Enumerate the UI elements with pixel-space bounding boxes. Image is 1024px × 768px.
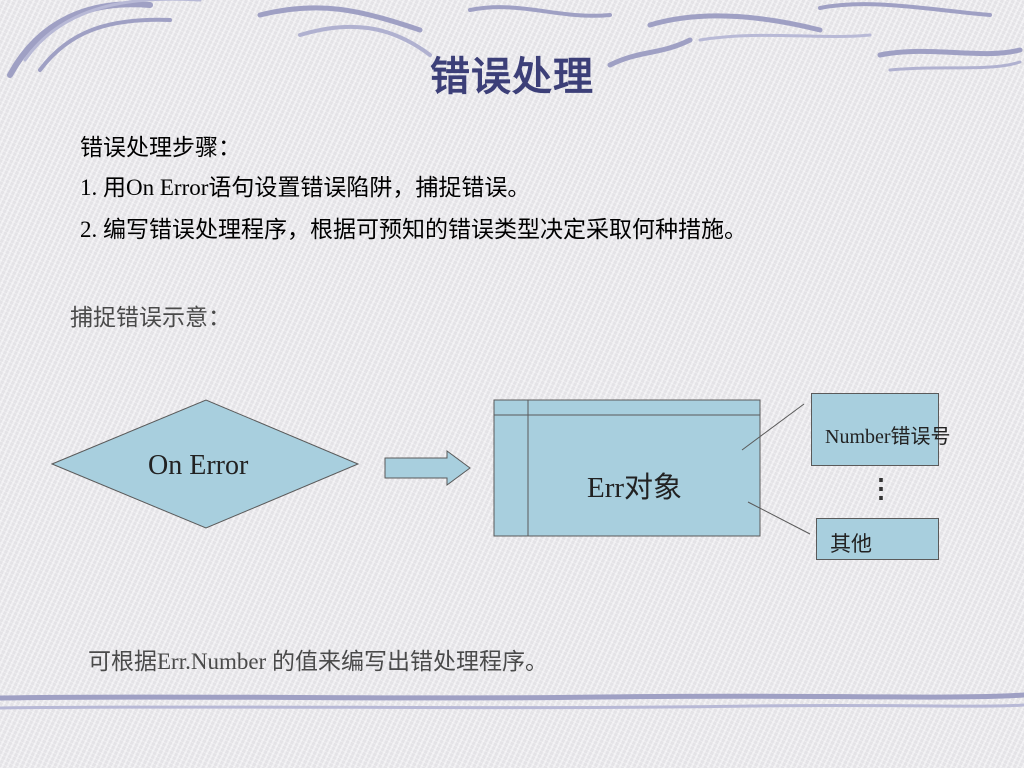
vertical-ellipsis: ⋮	[868, 474, 894, 503]
number-label: Number错误号	[825, 426, 951, 448]
slide-title: 错误处理	[430, 54, 594, 99]
number-box	[811, 393, 939, 466]
on-error-label: On Error	[148, 450, 249, 481]
other-box	[816, 518, 939, 560]
steps-heading: 错误处理步骤：	[80, 135, 241, 160]
diagram-heading: 捕捉错误示意：	[70, 305, 231, 330]
step-2-text: 2. 编写错误处理程序，根据可预知的错误类型决定采取何种措施。	[80, 217, 747, 242]
connector-to-other	[747, 501, 811, 535]
err-object-box	[493, 399, 761, 537]
on-error-diamond	[50, 399, 360, 529]
step-1-text: 1. 用On Error语句设置错误陷阱，捕捉错误。	[80, 175, 531, 200]
footer-note: 可根据Err.Number 的值来编写出错处理程序。	[88, 649, 548, 674]
other-label: 其他	[830, 532, 872, 556]
connector-to-number	[741, 403, 805, 451]
err-object-label: Err对象	[587, 472, 683, 504]
right-arrow-icon	[384, 450, 471, 486]
